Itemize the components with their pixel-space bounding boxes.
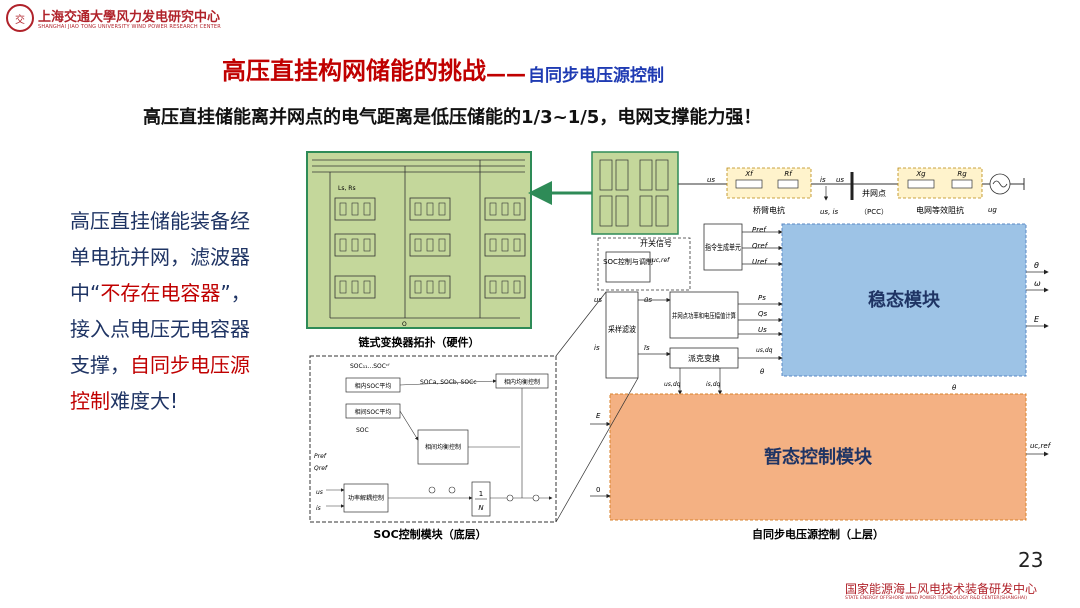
ctrl-box-park: 派克变换 xyxy=(688,353,720,363)
soc-control-module: SOC₁₁...SOCᶜᶠ 相内SOC平均 相间SOC平均 SOCa, SOCb… xyxy=(309,355,557,523)
steady-block-label: 稳态模块 xyxy=(868,289,941,311)
ctrl-label-zero: 0 xyxy=(596,486,600,494)
soc-box-inner-balance: 相内均衡控制 xyxy=(504,378,540,386)
soc-box-inter-balance: 相间均衡控制 xyxy=(425,443,461,451)
ctrl-label-omega: ω xyxy=(1034,279,1041,288)
ctrl-label-usdq: us,dq xyxy=(664,381,681,388)
ctrl-label-xg: Xg xyxy=(915,170,926,178)
soc-label-soc: SOC xyxy=(356,427,369,434)
ctrl-label-pcc: 并网点 xyxy=(862,188,886,198)
hw-label-ls: Ls, Rs xyxy=(338,185,356,192)
side-description: 高压直挂储能装备经单电抗并网，滤波器中“不存在电容器”，接入点电压无电容器支撑，… xyxy=(70,203,255,419)
ctrl-label-theta-mid: θ xyxy=(760,368,765,376)
ctrl-label-rf: Rf xyxy=(784,170,793,178)
ctrl-label-is: is xyxy=(820,176,826,184)
soc-caption: SOC控制模块（底层） xyxy=(373,527,486,541)
side-text-highlight-1: 不存在电容器 xyxy=(100,281,221,305)
ctrl-box-sample-filter: 采样滤波 xyxy=(608,324,636,334)
soc-box-phase-avg-1: 相内SOC平均 xyxy=(355,382,392,390)
ctrl-label-e: E xyxy=(1034,315,1040,324)
title-main: 高压直挂构网储能的挑战 xyxy=(222,57,486,85)
ctrl-label-us-cap: Us xyxy=(758,326,767,334)
footer-subtext: STATE ENERGY OFFSHORE WIND POWER TECHNOL… xyxy=(845,596,1028,601)
side-text-highlight-2: 自同步电压源控制 xyxy=(70,353,250,413)
hw-label-o: O xyxy=(402,321,407,328)
ctrl-label-ps: Ps xyxy=(758,294,766,302)
soc-label-n: N xyxy=(478,504,484,512)
ctrl-label-qref: Qref xyxy=(752,242,769,250)
side-text-1: 高压直挂储能装备经单电抗并网，滤波器中“ xyxy=(70,209,250,305)
ctrl-label-ug: ug xyxy=(988,206,997,214)
ctrl-box-soc: SOC控制与调制 xyxy=(603,257,653,266)
ctrl-label-bridge-reactance: 桥臂电抗 xyxy=(753,205,785,215)
ctrl-label-rg: Rg xyxy=(957,170,967,178)
title-sub: 自同步电压源控制 xyxy=(528,66,664,86)
ctrl-label-isdq: is,dq xyxy=(706,381,721,388)
transient-block xyxy=(609,393,1027,521)
ctrl-box-cmd-gen: 指令生成单元 xyxy=(705,242,741,252)
ctrl-label-us: us xyxy=(707,176,715,184)
soc-box-power-decouple: 功率解耦控制 xyxy=(348,494,384,502)
soc-top-label: SOC₁₁...SOCᶜᶠ xyxy=(350,363,390,370)
title-dash: —— xyxy=(486,62,526,86)
ctrl-label-us-is: us, is xyxy=(820,208,838,216)
ctrl-label-theta: θ xyxy=(1034,261,1039,270)
soc-box-phase-avg-2: 相间SOC平均 xyxy=(355,408,392,416)
ctrl-label-theta-trans: θ xyxy=(952,384,957,392)
logo-text: 上海交通大學风力发电研究中心 xyxy=(38,10,221,25)
ctrl-label-grid-impedance: 电网等效阻抗 xyxy=(916,205,964,215)
ctrl-label-is-bar: īs xyxy=(644,344,650,352)
transient-block-label: 暂态控制模块 xyxy=(764,446,873,468)
ctrl-label-us-pcc: us xyxy=(836,176,844,184)
slide-title: 高压直挂构网储能的挑战 —— 自同步电压源控制 xyxy=(222,52,664,86)
soc-label-is: is xyxy=(316,505,321,512)
hw-caption: 链式变换器拓扑（硬件） xyxy=(359,335,480,349)
ctrl-box-power-calc: 并网点功率和电压幅值计算 xyxy=(672,311,736,320)
chain-converter-topology: Ls, Rs O xyxy=(306,151,532,329)
steady-block xyxy=(781,223,1027,377)
ctrl-label-pcc-sub: （PCC） xyxy=(860,208,888,216)
ctrl-label-ucref-out: uc,ref xyxy=(1030,442,1052,450)
ctrl-label-pref: Pref xyxy=(752,226,767,234)
soc-label-us: us xyxy=(316,489,323,496)
footer-text: 国家能源海上风电技术装备研发中心 xyxy=(845,582,1038,596)
soc-label-1: 1 xyxy=(479,490,483,498)
ctrl-caption: 自同步电压源控制（上层） xyxy=(752,527,884,541)
soc-label-abc: SOCa, SOCb, SOCc xyxy=(420,379,477,386)
ctrl-label-uref: Uref xyxy=(752,258,768,266)
ctrl-label-us-left: us xyxy=(594,296,602,304)
university-seal-logo: 交 xyxy=(6,4,34,32)
logo-subtext: SHANGHAI JIAO TONG UNIVERSITY WIND POWER… xyxy=(38,24,221,30)
ctrl-label-xf: Xf xyxy=(744,170,754,178)
page-number: 23 xyxy=(1018,548,1044,572)
side-text-3: ”，接入点电压无电容器支撑， xyxy=(70,281,251,377)
self-sync-control-diagram: us Xf Rf 桥臂电抗 is us us, is 并网点 （PCC） Xg … xyxy=(555,151,1052,523)
soc-label-pref: Pref xyxy=(314,453,327,460)
ctrl-label-is-left: is xyxy=(594,344,600,352)
slide-subtitle: 高压直挂储能离并网点的电气距离是低压储能的1/3~1/5，电网支撑能力强！ xyxy=(143,107,762,128)
soc-label-qref: Qref xyxy=(314,465,328,472)
side-text-5: 难度大! xyxy=(110,389,179,413)
ctrl-label-e-left: E xyxy=(596,412,601,420)
ctrl-label-qs: Qs xyxy=(758,310,768,318)
ctrl-switch-signal: 开关信号 xyxy=(640,238,672,248)
ctrl-label-usdq-in: us,dq xyxy=(756,347,773,354)
ctrl-label-ucref: uc,ref xyxy=(652,257,670,264)
